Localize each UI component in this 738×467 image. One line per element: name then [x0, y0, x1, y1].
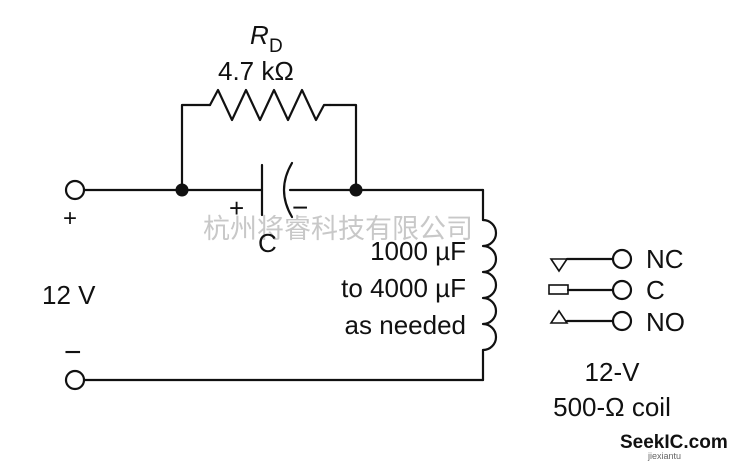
relay-coil-spec: 500-Ω coil — [553, 392, 671, 422]
cap-note-line1: 1000 µF — [370, 236, 466, 266]
contact-label-nc: NC — [646, 244, 684, 274]
c-terminal — [611, 279, 633, 301]
junction-dot-right — [349, 183, 363, 197]
relay-coil — [481, 218, 498, 352]
brand-logo-text: SeekIC.com — [620, 432, 728, 453]
no-contact-triangle — [549, 309, 569, 324]
capacitor-minus: − — [292, 192, 308, 223]
no-terminal — [611, 310, 633, 332]
capacitor-label: C — [258, 228, 277, 258]
supply-plus: + — [63, 205, 77, 232]
top-wire — [82, 188, 485, 222]
terminal-positive — [64, 179, 86, 201]
capacitor-symbol — [260, 161, 294, 219]
relay-contacts — [548, 248, 633, 332]
resistor-subscript: D — [269, 36, 283, 57]
nc-contact-triangle — [549, 258, 569, 273]
resistor-value: 4.7 kΩ — [218, 56, 294, 86]
common-contact-block — [548, 284, 569, 295]
terminal-negative — [64, 369, 86, 391]
resistor-branch — [180, 88, 358, 192]
watermark-text: 杭州将睿科技有限公司 — [203, 214, 473, 245]
capacitor-plus: + — [229, 193, 244, 223]
resistor-symbol: R — [250, 20, 269, 50]
cap-note-line3: as needed — [345, 310, 466, 340]
nc-terminal — [611, 248, 633, 270]
supply-minus: − — [64, 336, 82, 369]
resistor-zigzag — [208, 88, 332, 122]
supply-voltage: 12 V — [42, 280, 96, 310]
relay-voltage: 12-V — [585, 357, 641, 387]
contact-label-c: C — [646, 275, 665, 305]
contact-label-no: NO — [646, 307, 685, 337]
bottom-wire — [82, 348, 485, 382]
cap-note-line2: to 4000 µF — [341, 273, 466, 303]
brand-sub-text: jiexiantu — [647, 451, 681, 461]
junction-dot-left — [175, 183, 189, 197]
